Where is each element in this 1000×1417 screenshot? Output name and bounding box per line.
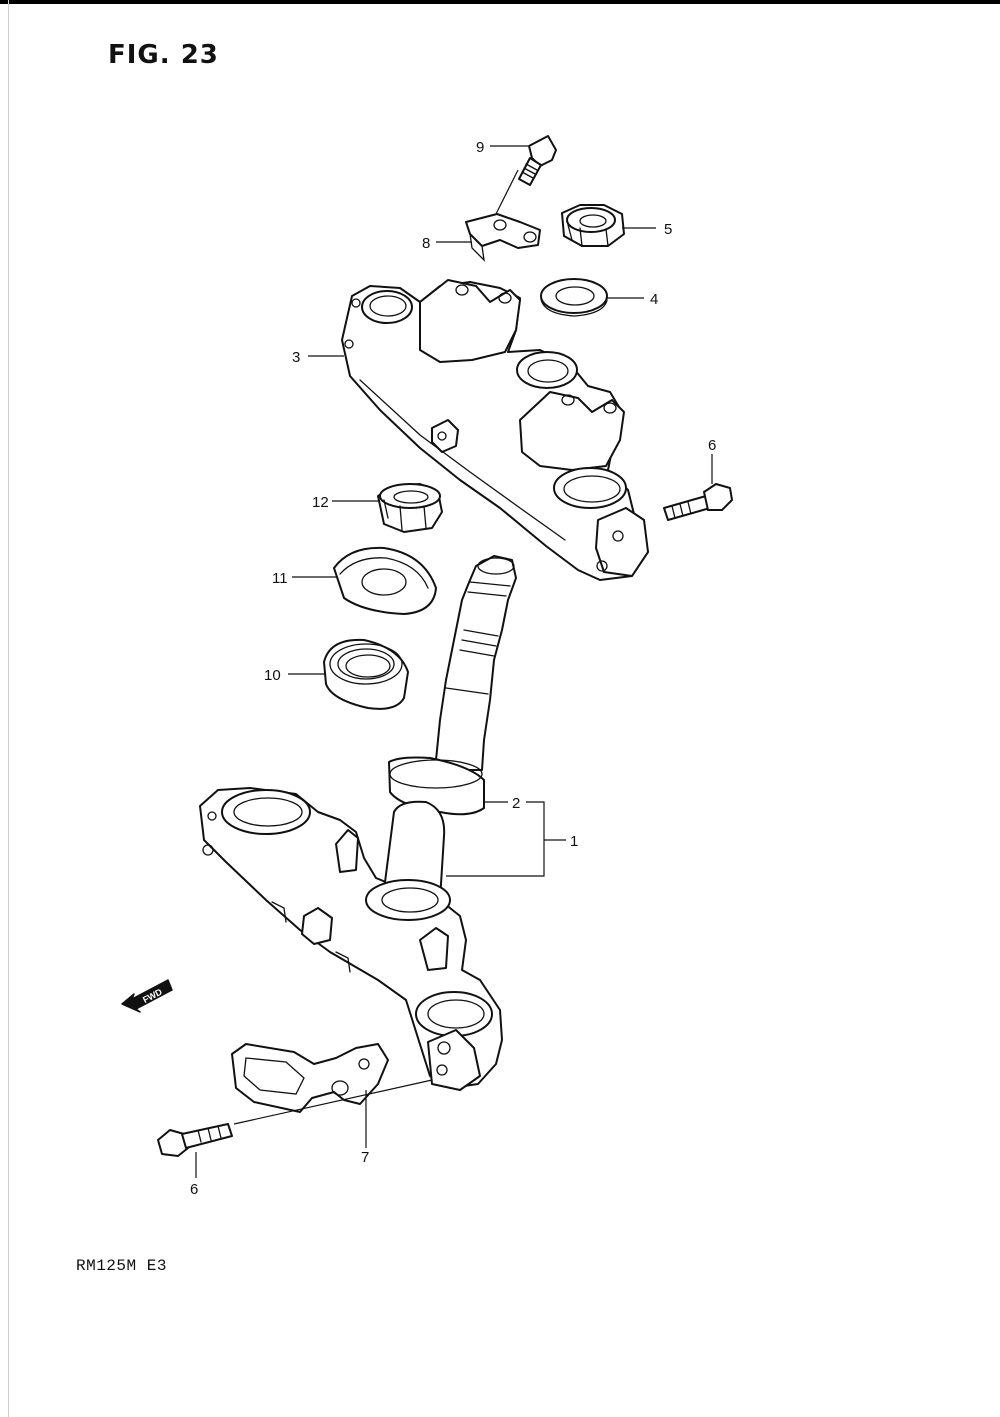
part-8-clamp [465,213,541,262]
callout-9: 9 [476,139,484,156]
callout-3: 3 [292,349,300,366]
callout-2: 2 [512,795,520,812]
callout-4: 4 [650,291,658,308]
callout-6-lower: 6 [190,1181,198,1198]
part-3-upper-bracket [341,279,649,581]
part-6-bolt-lower [157,1123,233,1157]
part-11-dust-seal [333,546,437,615]
part-10-bearing [323,638,409,710]
part-7-guide-plate [231,1043,389,1113]
figure-title: FIG. 23 [108,40,219,70]
part-4-washer [540,278,608,317]
top-border [0,0,1000,4]
callout-6-upper: 6 [708,437,716,454]
callout-11: 11 [272,570,288,587]
callout-7: 7 [361,1149,369,1166]
callout-8: 8 [422,235,430,252]
part-6-bolt-upper [663,483,733,521]
callout-5: 5 [664,221,672,238]
callout-12: 12 [312,494,329,511]
part-12-castle-nut [377,483,443,533]
part-1-lower-bracket-stem [199,555,517,1091]
callout-labels: 9 8 5 4 3 6 12 11 10 2 1 7 6 [190,139,716,1198]
model-code: RM125M E3 [76,1257,167,1275]
left-edge-line [8,0,9,1417]
part-9-bolt [518,135,557,186]
callout-10: 10 [264,667,281,684]
part-5-nut [561,204,625,247]
fwd-arrow-icon: FWD [121,979,173,1013]
callout-1: 1 [570,833,578,850]
leader-lines [195,145,713,1178]
